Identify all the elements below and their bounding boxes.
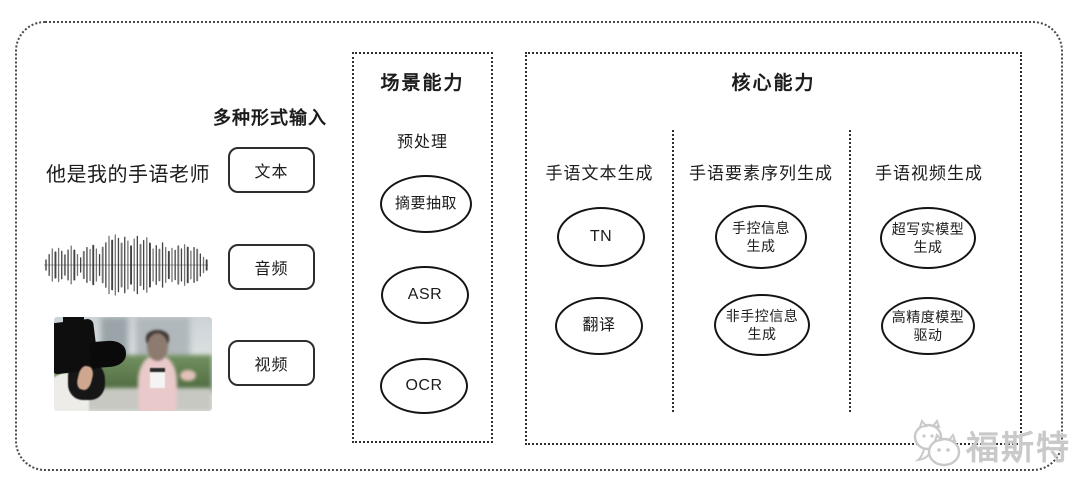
column-divider (672, 130, 674, 412)
scene-capability-panel: 场景能力 预处理 摘要抽取 ASR OCR (352, 52, 493, 443)
scene-panel-title: 场景能力 (380, 73, 465, 94)
input-type-audio-label: 音频 (254, 261, 289, 278)
preprocess-label: 预处理 (396, 134, 448, 151)
node-label-line2: 生成 (913, 239, 943, 255)
node-manual-info-gen: 手控信息 生成 (715, 205, 807, 269)
column-header-sign-video: 手语视频生成 (875, 164, 983, 183)
node-tn: TN (557, 207, 645, 267)
watermark: 福斯特 (908, 419, 1071, 471)
node-label-line1: 高精度模型 (891, 308, 965, 325)
node-ocr: OCR (380, 358, 468, 414)
node-summary-extraction: 摘要抽取 (380, 175, 472, 233)
column-divider (849, 130, 851, 412)
watermark-text: 福斯特 (966, 429, 1071, 466)
node-hyperrealistic-model-gen: 超写实模型 生成 (880, 207, 976, 269)
diagram-outer-border (15, 21, 1063, 471)
sample-input-text: 他是我的手语老师 (46, 164, 210, 186)
reporter-photo (54, 317, 212, 411)
node-label: ASR (407, 285, 443, 303)
node-translate: 翻译 (555, 297, 643, 355)
input-type-video-label: 视频 (254, 357, 289, 374)
core-capability-panel: 核心能力 手语文本生成 手语要素序列生成 手语视频生成 TN 翻译 手控信息 生… (525, 52, 1022, 445)
node-label-line2: 生成 (746, 238, 776, 254)
photo-reporter-head-shape (147, 332, 168, 362)
input-type-video-box: 视频 (228, 340, 315, 386)
photo-microphone-shape (150, 367, 165, 388)
input-type-text-box: 文本 (228, 147, 315, 193)
node-high-precision-model-drive: 高精度模型 驱动 (881, 297, 975, 355)
node-label-line1: 手控信息 (732, 219, 790, 236)
node-non-manual-info-gen: 非手控信息 生成 (714, 294, 810, 356)
node-label-line2: 驱动 (913, 327, 943, 343)
node-label-line2: 生成 (747, 326, 777, 342)
node-label-line1: 非手控信息 (725, 307, 799, 324)
node-label: TN (589, 227, 613, 245)
core-panel-title: 核心能力 (731, 73, 816, 94)
audio-waveform-icon (44, 234, 208, 296)
input-type-text-label: 文本 (254, 164, 289, 181)
node-label: OCR (405, 376, 443, 394)
input-type-audio-box: 音频 (228, 244, 315, 290)
input-section-title: 多种形式输入 (213, 108, 327, 128)
node-label-line1: 超写实模型 (891, 220, 965, 237)
node-asr: ASR (381, 266, 469, 324)
node-label: 摘要抽取 (394, 195, 457, 213)
column-header-sign-text: 手语文本生成 (545, 164, 654, 183)
watermark-logo-icon (913, 419, 961, 467)
photo-hand-shape (180, 369, 197, 381)
photo-camera-viewfinder-shape (63, 317, 84, 329)
column-header-sign-element: 手语要素序列生成 (689, 164, 833, 183)
node-label: 翻译 (582, 316, 616, 334)
